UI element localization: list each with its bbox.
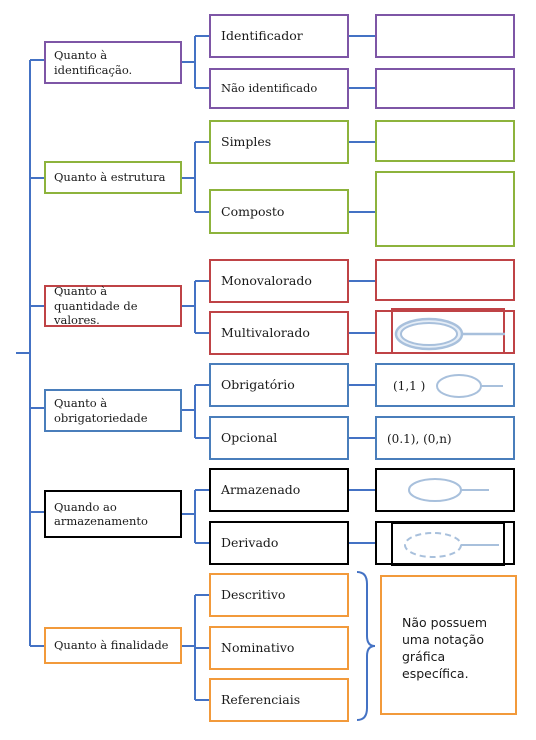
option-nao-identificado: Não identificado: [209, 68, 349, 109]
symbol-box-monovalorado: [375, 259, 515, 301]
option-opcional: Opcional: [209, 416, 349, 460]
ellipse-attribute-icon: [436, 374, 503, 398]
dashed-ellipse-attribute-icon: [404, 532, 499, 558]
symbol-box-composto: [375, 171, 515, 247]
option-descritivo: Descritivo: [209, 573, 349, 617]
option-composto: Composto: [209, 189, 349, 234]
option-derivado: Derivado: [209, 521, 349, 565]
option-referenciais: Referenciais: [209, 678, 349, 722]
symbol-box-armazenado: [375, 468, 515, 512]
symbol-box-identificador: [375, 14, 515, 58]
cardinality-label: (1,1 ): [393, 379, 426, 393]
cardinality-label: (0.1), (0,n): [387, 432, 452, 446]
double-ellipse-attribute-icon: [394, 317, 505, 351]
ellipse-attribute-icon: [408, 478, 489, 502]
option-armazenado: Armazenado: [209, 468, 349, 512]
symbol-box-simples: [375, 120, 515, 162]
option-simples: Simples: [209, 120, 349, 164]
option-obrigatorio: Obrigatório: [209, 363, 349, 407]
option-multivalorado: Multivalorado: [209, 311, 349, 355]
symbol-box-opcional: (0.1), (0,n): [375, 416, 515, 460]
purpose-note: Não possuem uma notação gráfica específi…: [380, 575, 517, 715]
symbol-box-derivado: [375, 521, 515, 566]
category-quantity: Quanto à quantidade de valores.: [44, 284, 182, 327]
category-identification: Quanto à identificação.: [44, 41, 182, 84]
symbol-box-multivalorado: [375, 308, 515, 354]
symbol-box-obrigatorio: (1,1 ): [375, 363, 515, 407]
derived-attribute-symbol: [391, 522, 505, 566]
option-monovalorado: Monovalorado: [209, 259, 349, 303]
category-purpose: Quanto à finalidade: [44, 627, 182, 664]
multivalued-attribute-symbol: [391, 308, 505, 354]
symbol-box-nao-identificado: [375, 68, 515, 109]
category-structure: Quanto à estrutura: [44, 161, 182, 194]
option-identificador: Identificador: [209, 14, 349, 58]
category-storage: Quando ao armazenamento: [44, 490, 182, 538]
category-obligation: Quanto à obrigatoriedade: [44, 389, 182, 432]
purpose-brace: [356, 571, 376, 721]
option-nominativo: Nominativo: [209, 626, 349, 670]
